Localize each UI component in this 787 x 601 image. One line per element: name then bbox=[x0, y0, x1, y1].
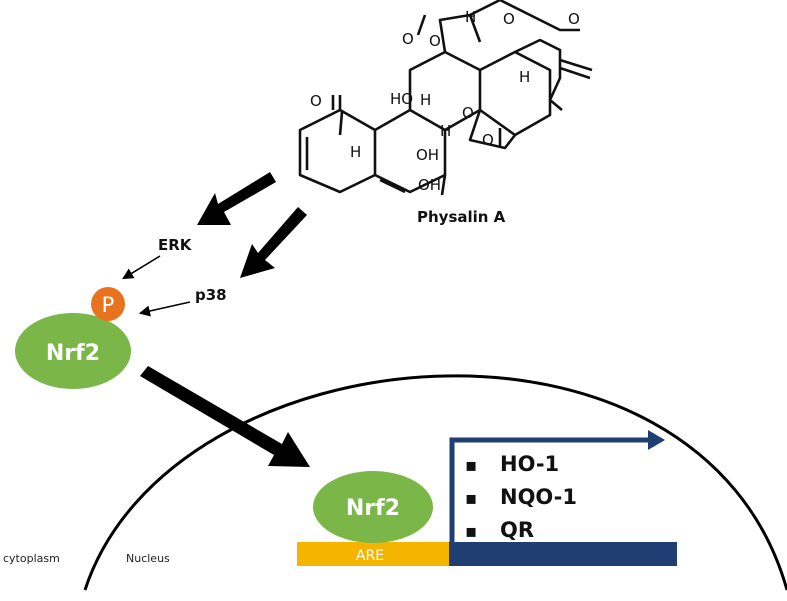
atom-h-d: H bbox=[519, 68, 530, 86]
atom-h-c: H bbox=[420, 91, 431, 109]
cytoplasm-label: cytoplasm bbox=[3, 552, 60, 565]
lactone-carbonyl bbox=[416, 14, 427, 36]
nrf2-cytoplasm bbox=[15, 313, 131, 389]
ring-a-bonds bbox=[298, 108, 377, 194]
nuclear-membrane bbox=[83, 374, 787, 591]
nrf2-nucleus bbox=[313, 471, 433, 543]
erk-label: ERK bbox=[158, 236, 193, 254]
atom-oh-2: OH bbox=[418, 176, 441, 194]
gene-item: QR bbox=[500, 518, 534, 542]
nucleus-label: Nucleus bbox=[126, 552, 170, 565]
atom-o-lactone-ring: O bbox=[429, 32, 441, 50]
ring-d-bonds bbox=[479, 50, 552, 137]
target-gene-region bbox=[449, 542, 677, 566]
p38-label: p38 bbox=[195, 286, 227, 304]
phosphate-group bbox=[91, 287, 125, 321]
atom-ho-c: HO bbox=[390, 90, 413, 108]
ring-b-bonds bbox=[374, 108, 447, 194]
methyl-a bbox=[338, 111, 344, 136]
atom-h-a: H bbox=[350, 143, 361, 161]
gene-item: NQO-1 bbox=[500, 485, 577, 509]
compound-name: Physalin A bbox=[417, 208, 506, 226]
upper-lactone-bonds bbox=[469, 0, 580, 32]
ring-e-bonds bbox=[468, 109, 517, 150]
side-ring-bonds bbox=[514, 38, 562, 101]
physalin-a-atoms: O O O H O O H H HO O H H OH O OH bbox=[310, 8, 580, 194]
ring-c-bonds bbox=[408, 50, 482, 132]
gene-bullet: ▪ bbox=[465, 521, 477, 542]
c7-oh-bond bbox=[440, 174, 447, 196]
atom-o-lactone-carbonyl: O bbox=[402, 30, 414, 48]
translocation-arrow bbox=[140, 366, 310, 467]
gene-bullet: ▪ bbox=[465, 488, 477, 509]
arrow-to-p38 bbox=[240, 207, 307, 278]
atom-o-ketone: O bbox=[310, 92, 322, 110]
target-gene-list: ▪ HO-1 ▪ NQO-1 ▪ QR bbox=[465, 452, 577, 542]
atom-o-top-carbonyl: O bbox=[568, 10, 580, 28]
atom-o-top-lactone: O bbox=[503, 10, 515, 28]
erk-phospho-arrow bbox=[122, 255, 161, 280]
p38-phospho-arrow bbox=[138, 301, 191, 317]
arrow-to-erk bbox=[197, 172, 276, 225]
atom-h-b: H bbox=[440, 122, 451, 140]
atom-oh-1: OH bbox=[416, 146, 439, 164]
atom-o-carbonyl-e: O bbox=[482, 131, 494, 149]
exo-methylene-double bbox=[559, 66, 591, 80]
are-label: ARE bbox=[356, 548, 384, 564]
exo-methylene bbox=[559, 58, 593, 72]
gene-bullet: ▪ bbox=[465, 455, 477, 476]
methyl-d bbox=[549, 99, 563, 111]
nrf2-cytoplasm-label: Nrf2 bbox=[46, 341, 100, 366]
nrf2-nucleus-label: Nrf2 bbox=[346, 496, 400, 521]
activation-arrows bbox=[197, 172, 307, 278]
ring-b-double-bond bbox=[379, 178, 406, 194]
transcription-arrow-head bbox=[648, 430, 665, 450]
atom-o-bridge: O bbox=[462, 104, 474, 122]
atom-h-top: H bbox=[465, 8, 476, 26]
gene-item: HO-1 bbox=[500, 452, 559, 476]
transcription-arrow-shaft bbox=[449, 437, 650, 542]
phosphate-label: P bbox=[102, 293, 115, 317]
lactone-bonds bbox=[438, 13, 482, 53]
physalin-a-structure bbox=[298, 0, 593, 196]
are-element bbox=[297, 542, 449, 566]
